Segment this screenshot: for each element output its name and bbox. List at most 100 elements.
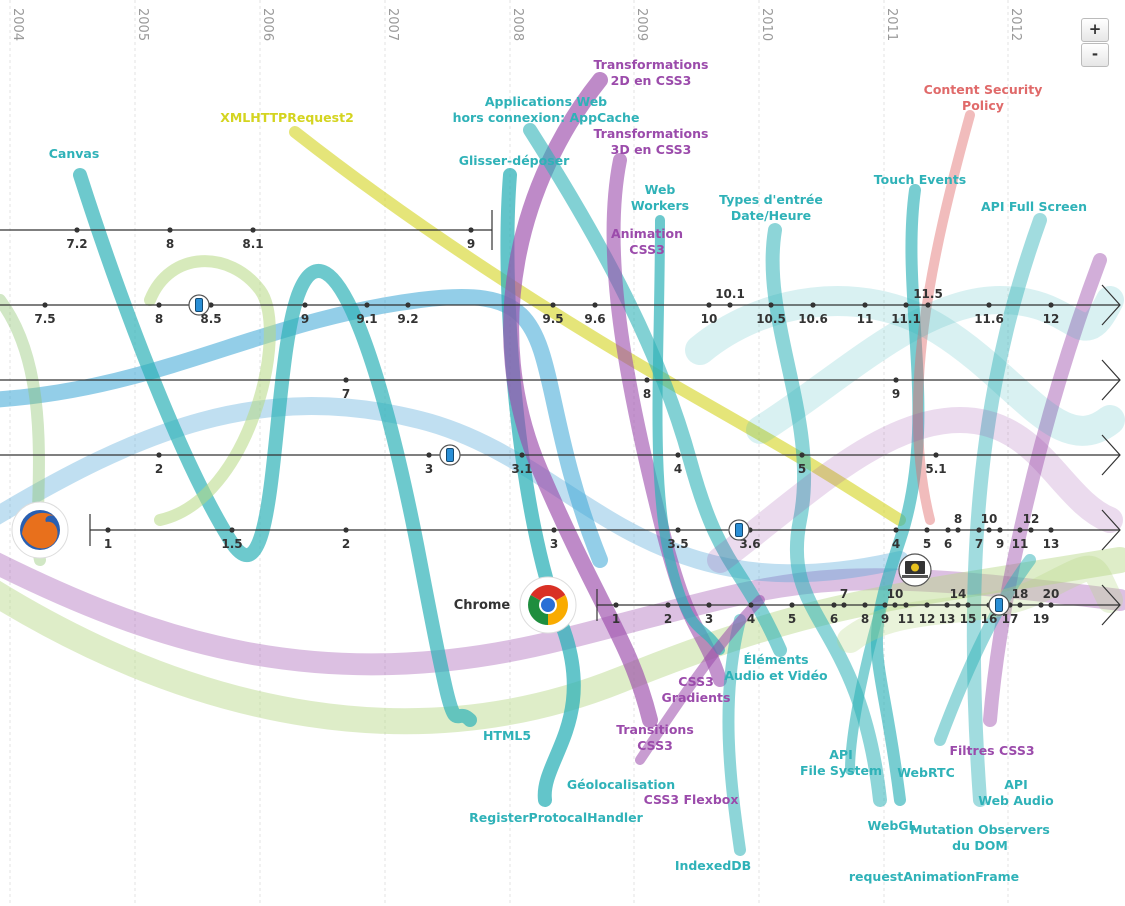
- release-label: 12: [1043, 312, 1060, 326]
- release-dot: [945, 527, 951, 533]
- mobile-device-icon: [988, 594, 1010, 616]
- release-dot: [944, 602, 950, 608]
- year-label: 2008: [510, 8, 525, 41]
- feature-label-line: Glisser-déposer: [459, 153, 570, 168]
- feature-ribbon: [635, 595, 765, 765]
- feature-label-line: Mutation Observers: [910, 822, 1050, 837]
- release-label: 7: [342, 387, 350, 401]
- release-label: 10: [701, 312, 718, 326]
- release-label: 10: [887, 587, 904, 601]
- release-label: 6: [944, 537, 952, 551]
- release-label: 10.5: [756, 312, 786, 326]
- year-label: 2011: [884, 8, 899, 41]
- release-label: 7.5: [34, 312, 55, 326]
- year-label: 2010: [759, 8, 774, 41]
- chrome-icon: [519, 576, 577, 634]
- release-label: 5: [923, 537, 931, 551]
- feature-ribbon: [912, 110, 975, 525]
- feature-label-line: IndexedDB: [675, 858, 751, 873]
- release-label: 9: [881, 612, 889, 626]
- release-dot: [924, 602, 930, 608]
- release-label: 10.1: [715, 287, 745, 301]
- release-label: 10.6: [798, 312, 828, 326]
- release-label: 1: [612, 612, 620, 626]
- release-dot: [1038, 602, 1044, 608]
- feature-ribbon: [722, 614, 746, 856]
- release-label: 11: [857, 312, 874, 326]
- mobile-marker-body: [735, 523, 743, 537]
- release-dot: [74, 227, 80, 233]
- release-axis-arrow: [1101, 584, 1121, 626]
- feature-label: Canvas: [49, 146, 100, 161]
- feature-label-line: Applications Web: [485, 94, 607, 109]
- release-label: 9.1: [356, 312, 377, 326]
- mobile-marker-body: [446, 448, 454, 462]
- feature-label-line: CSS3 Flexbox: [644, 792, 739, 807]
- feature-label-line: CSS3: [678, 674, 714, 689]
- feature-ribbon: [0, 397, 909, 583]
- release-dot: [343, 377, 349, 383]
- release-label: 2: [155, 462, 163, 476]
- release-dot: [903, 602, 909, 608]
- year-label: 2004: [10, 8, 25, 41]
- release-dot: [986, 527, 992, 533]
- release-dot: [208, 302, 214, 308]
- release-label: 12: [1023, 512, 1040, 526]
- release-label: 8: [166, 237, 174, 251]
- release-dot: [893, 377, 899, 383]
- feature-ribbon: [746, 285, 1124, 444]
- feature-label-line: File System: [800, 763, 882, 778]
- release-label: 20: [1043, 587, 1060, 601]
- laptop-logo: [911, 563, 919, 572]
- feature-label-line: Gradients: [662, 690, 731, 705]
- feature-label-line: requestAnimationFrame: [849, 869, 1019, 884]
- feature-label-line: API Full Screen: [981, 199, 1087, 214]
- feature-ribbon: [144, 255, 276, 526]
- release-dot: [468, 227, 474, 233]
- zoom-in-button[interactable]: +: [1081, 18, 1109, 42]
- release-dot: [965, 602, 971, 608]
- release-label: 17: [1002, 612, 1019, 626]
- feature-label-line: hors connexion: AppCache: [453, 110, 640, 125]
- release-dot: [550, 302, 556, 308]
- release-dot: [592, 302, 598, 308]
- feature-ribbon: [870, 184, 925, 806]
- release-dot: [613, 602, 619, 608]
- release-dot: [156, 302, 162, 308]
- feature-ribbon: [934, 554, 1036, 746]
- feature-label-line: 2D en CSS3: [611, 73, 692, 88]
- mobile-marker-body: [195, 298, 203, 312]
- release-dot: [925, 302, 931, 308]
- mobile-device-icon: [728, 519, 750, 541]
- feature-label: Géolocalisation: [567, 777, 675, 792]
- release-label: 9: [301, 312, 309, 326]
- feature-label-line: Filtres CSS3: [949, 743, 1034, 758]
- mobile-device-icon: [188, 294, 210, 316]
- release-dot: [1017, 602, 1023, 608]
- release-dot: [551, 527, 557, 533]
- feature-ribbon: [0, 547, 1125, 735]
- release-dot: [706, 602, 712, 608]
- zoom-out-button[interactable]: -: [1081, 43, 1109, 67]
- release-dot: [665, 602, 671, 608]
- release-dot: [810, 302, 816, 308]
- release-dot: [302, 302, 308, 308]
- release-dot: [841, 602, 847, 608]
- release-label: 9: [467, 237, 475, 251]
- release-dot: [105, 527, 111, 533]
- release-label: 3.1: [511, 462, 532, 476]
- feature-ribbons: [0, 72, 1125, 856]
- feature-ribbon: [845, 605, 885, 775]
- release-label: 11.1: [891, 312, 921, 326]
- release-label: 5: [798, 462, 806, 476]
- feature-label-line: Canvas: [49, 146, 100, 161]
- release-dot: [882, 602, 888, 608]
- feature-label-line: Web Audio: [978, 793, 1054, 808]
- release-label: 3.6: [739, 537, 760, 551]
